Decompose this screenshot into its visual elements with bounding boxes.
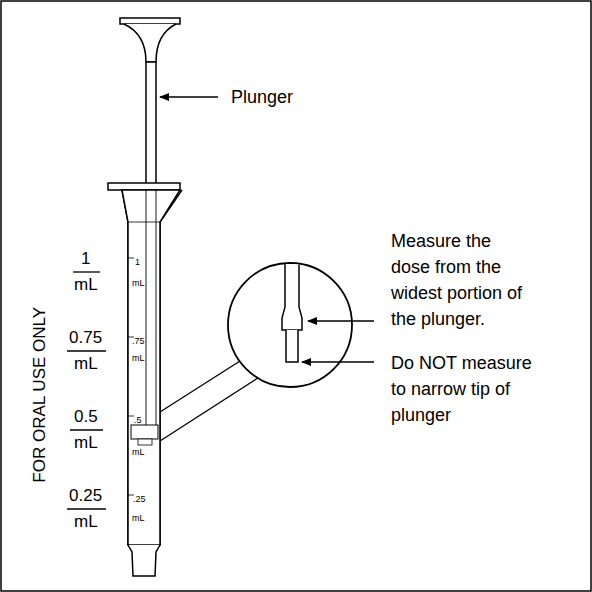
scale-unit: mL — [132, 278, 145, 288]
instruction-note: Measure the dose from the widest portion… — [391, 228, 529, 332]
scale-unit: mL — [132, 353, 145, 363]
dose-value: 0.25 — [69, 486, 102, 506]
warning-note: FOR ORAL USE ONLY — [30, 307, 50, 483]
scale-mark: .5 — [134, 415, 142, 425]
dose-value: 0.75 — [69, 328, 102, 348]
scale-mark: 1 — [135, 257, 140, 267]
scale-mark: .75 — [132, 336, 145, 346]
dose-unit: mL — [74, 512, 98, 532]
dose-unit: mL — [74, 433, 98, 453]
scale-unit: mL — [132, 447, 145, 457]
part-name: Plunger — [231, 87, 293, 108]
dose-value: 1 — [81, 249, 90, 269]
dose-unit: mL — [74, 275, 98, 295]
scale-mark: .25 — [133, 494, 146, 504]
dose-unit: mL — [74, 354, 98, 374]
instruction-note: Do NOT measure to narrow tip of plunger — [391, 350, 539, 428]
dose-value: 0.5 — [74, 407, 98, 427]
scale-unit: mL — [132, 513, 145, 523]
